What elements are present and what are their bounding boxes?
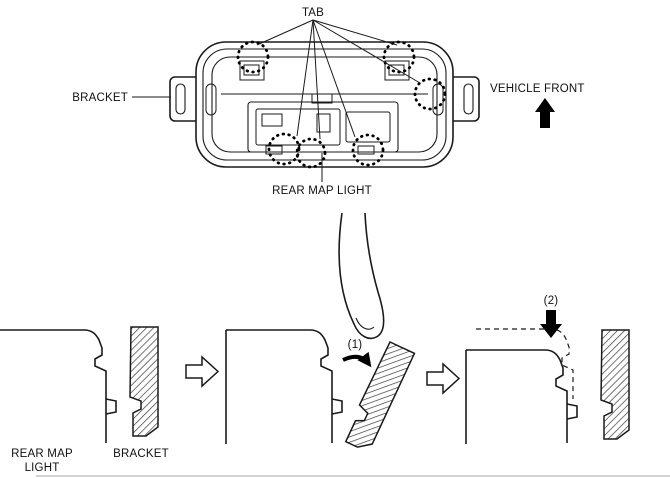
housing-profile [0,329,107,443]
sequence-step-2-release-tab: (1) [225,212,416,448]
bracket-slot-right-outer [463,83,474,115]
step-2-down-arrow-icon [540,310,562,338]
sequence-arrow-icon [185,355,220,388]
tab-location-marker [382,40,416,74]
sequence-step-3-pull-down: (2) [465,295,630,444]
bracket-slot-left-outer [175,83,186,115]
rear-map-light-label-line1: REAR MAP [11,448,73,460]
top-view-assembly: TAB BRACKET VEHICLE FRONT REAR MAP LIGHT [72,7,584,197]
bracket-slot-left-inner [205,83,217,116]
bracket-label: BRACKET [72,92,128,104]
tab-location-marker [236,40,270,74]
bracket-label: BRACKET [113,448,169,460]
tab-location-marker [267,132,301,166]
sequence-arrow-icon [426,362,461,395]
rear-map-light-label: REAR MAP LIGHT [272,185,372,197]
housing-tab [331,398,343,415]
rotate-arrow-icon [342,351,372,368]
tab-label: TAB [302,7,324,19]
removal-sequence: REAR MAP LIGHT BRACKET (1) [0,212,630,474]
rear-map-light-label-line2: LIGHT [25,462,60,474]
sequence-step-1-before: REAR MAP LIGHT BRACKET [0,326,169,474]
tab-location-marker [351,133,385,167]
housing-previous-position [476,328,574,399]
tab-location-marker [413,77,447,111]
fingernail [355,317,375,330]
housing-tab [566,403,578,420]
vehicle-front-arrow-icon [535,98,555,128]
bracket-section [600,329,630,440]
rear-map-light-unit [247,93,399,155]
housing-profile [466,349,568,443]
step-2-label: (2) [544,295,559,307]
step-1-label: (1) [348,339,363,351]
housing-tab [105,398,117,415]
bracket-section-tilted [344,341,416,448]
bracket-section [129,326,159,437]
vehicle-front-label: VEHICLE FRONT [490,83,585,95]
housing-profile [226,329,333,443]
tab-location-marker [295,137,327,169]
tab-leader-lines [256,19,421,140]
finger [338,212,385,340]
